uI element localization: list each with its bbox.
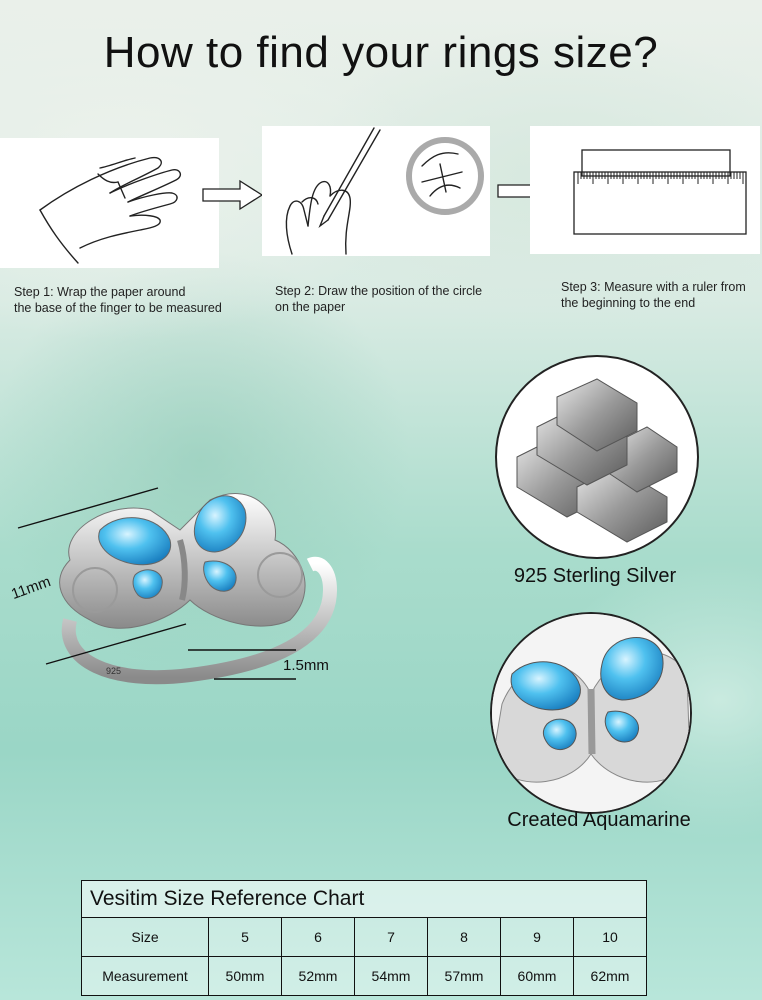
ruler-icon: [573, 149, 747, 235]
measurement-row-label: Measurement: [81, 956, 209, 996]
step-1-image: [0, 138, 219, 268]
aquamarine-icon: [492, 614, 690, 812]
step-2-text: Step 2: Draw the position of the circle …: [275, 283, 515, 315]
measurement-row: Measurement 50mm 52mm 54mm 57mm 60mm 62m…: [81, 956, 647, 996]
silver-bars-image: [495, 355, 699, 559]
size-row: Size 5 6 7 8 9 10: [81, 917, 647, 957]
step-2-line-1: Step 2: Draw the position of the circle: [275, 284, 483, 298]
ring-stamp: 925: [106, 666, 121, 676]
size-reference-chart: Vesitim Size Reference Chart Size 5 6 7 …: [81, 880, 647, 996]
step-1-line-2: the base of the finger to be measured: [14, 301, 222, 315]
arrow-right-icon: [202, 179, 264, 211]
band-width-label: 1.5mm: [283, 657, 329, 674]
size-row-label: Size: [81, 917, 209, 957]
size-chart-title: Vesitim Size Reference Chart: [81, 880, 647, 918]
silver-bars-icon: [516, 378, 678, 543]
step-1-text: Step 1: Wrap the paper around the base o…: [14, 284, 254, 316]
measurement-cell: 54mm: [354, 956, 428, 996]
step-2-image: [262, 126, 490, 256]
aquamarine-closeup-image: [490, 612, 692, 814]
measurement-cell: 57mm: [427, 956, 501, 996]
page-title: How to find your rings size?: [103, 28, 659, 77]
step-1-line-1: Step 1: Wrap the paper around: [14, 285, 186, 299]
stone-caption: Created Aquamarine: [507, 809, 691, 831]
measurement-cell: 50mm: [208, 956, 282, 996]
step-3-line-2: the beginning to the end: [561, 296, 696, 310]
measurement-cell: 52mm: [281, 956, 355, 996]
step-2-line-2: on the paper: [275, 300, 346, 314]
measurement-cell: 62mm: [573, 956, 647, 996]
hand-icon: [39, 156, 182, 264]
measurement-cell: 60mm: [500, 956, 574, 996]
size-cell: 9: [500, 917, 574, 957]
size-cell: 6: [281, 917, 355, 957]
step-3-image: [530, 126, 760, 254]
size-cell: 10: [573, 917, 647, 957]
size-cell: 8: [427, 917, 501, 957]
step-3-text: Step 3: Measure with a ruler from the be…: [561, 279, 761, 311]
size-cell: 7: [354, 917, 428, 957]
material-caption: 925 Sterling Silver: [513, 565, 677, 587]
pen-marking-icon: [285, 127, 484, 255]
size-cell: 5: [208, 917, 282, 957]
step-3-line-1: Step 3: Measure with a ruler from: [561, 280, 746, 294]
butterfly-ring-image: 925: [17, 487, 338, 685]
